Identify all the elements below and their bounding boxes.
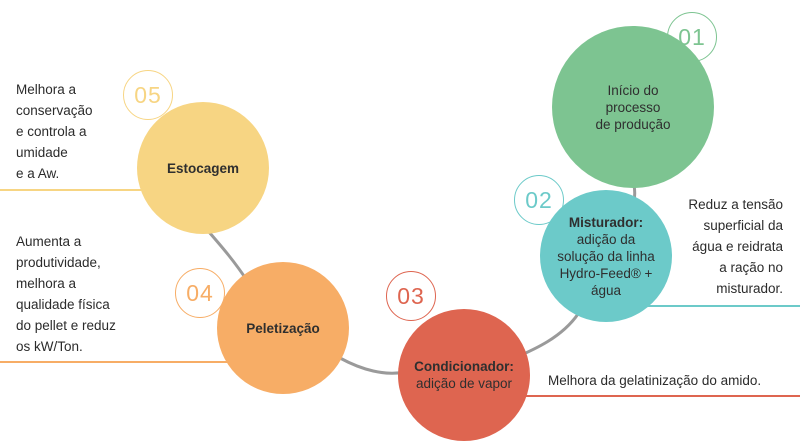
step-02-note-line-2: superficial da xyxy=(703,218,783,233)
step-04-note-line-5: do pellet e reduz xyxy=(16,318,116,333)
step-04-note-line xyxy=(0,361,234,363)
step-05-note-line-3: e controla a xyxy=(16,124,87,139)
step-01-line-2: processo xyxy=(605,99,661,115)
step-03-circle: Condicionador: adição de vapor xyxy=(398,309,530,441)
step-04-note-line-2: produtividade, xyxy=(16,255,101,270)
step-04-number-badge: 04 xyxy=(175,268,225,318)
step-05-note-line-4: umidade xyxy=(16,145,68,160)
connector-03-04 xyxy=(339,356,406,375)
step-01-line-3: de produção xyxy=(595,116,671,132)
step-05-circle: Estocagem xyxy=(137,102,269,234)
step-02-note-line-1: Reduz a tensão xyxy=(688,197,783,212)
step-05-note: Melhora a conservação e controla a umida… xyxy=(16,79,136,184)
step-02-note: Reduz a tensão superficial da água e rei… xyxy=(660,194,783,299)
step-05-title: Estocagem xyxy=(166,160,240,176)
step-03-number-badge: 03 xyxy=(386,271,436,321)
step-02-line-3: Hydro-Feed® + xyxy=(559,265,653,281)
step-04-circle: Peletização xyxy=(217,262,349,394)
step-04-note-line-6: os kW/Ton. xyxy=(16,339,83,354)
step-02-circle: Misturador: adição da solução da linha H… xyxy=(540,190,672,322)
step-05-note-line-5: e a Aw. xyxy=(16,166,60,181)
step-03-title: Condicionador: xyxy=(414,359,514,374)
step-03-line-1: adição de vapor xyxy=(415,376,513,391)
step-05-note-line-1: Melhora a xyxy=(16,82,77,97)
step-05-number-badge: 05 xyxy=(123,70,173,120)
step-03-note-line-1: Melhora da gelatinização do amido. xyxy=(548,373,762,388)
step-01-line-1: Início do xyxy=(607,82,659,98)
step-04-note-line-3: melhora a xyxy=(16,276,77,291)
step-01-number-badge: 01 xyxy=(667,12,717,62)
step-03-note: Melhora da gelatinização do amido. xyxy=(548,370,778,391)
step-02-line-2: solução da linha xyxy=(557,248,655,264)
step-02-line-1: adição da xyxy=(576,231,636,247)
step-05-note-line-2: conservação xyxy=(16,103,93,118)
step-02-title: Misturador: xyxy=(568,214,644,230)
step-02-note-line-5: misturador. xyxy=(716,281,783,296)
step-03-note-line xyxy=(514,395,800,397)
step-02-number-badge: 02 xyxy=(514,175,564,225)
step-02-note-line-3: água e reidrata xyxy=(692,239,783,254)
step-02-line-4: água xyxy=(590,282,622,298)
step-05-note-line xyxy=(0,189,150,191)
step-04-note: Aumenta a produtividade, melhora a quali… xyxy=(16,231,146,357)
step-02-note-line-4: a ração no xyxy=(719,260,783,275)
step-04-title: Peletização xyxy=(246,320,320,336)
step-04-note-line-1: Aumenta a xyxy=(16,234,82,249)
step-02-note-line xyxy=(608,305,800,307)
step-04-note-line-4: qualidade física xyxy=(16,297,110,312)
